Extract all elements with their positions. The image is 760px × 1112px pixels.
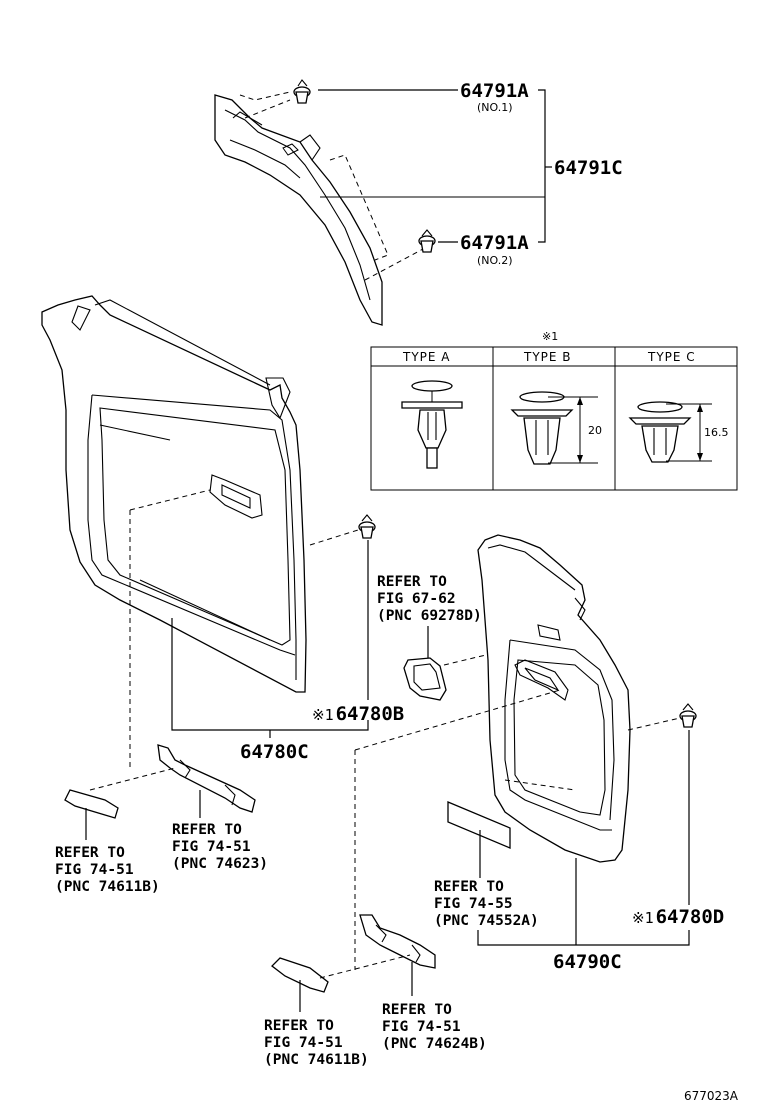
svg-text:REFER TO: REFER TO [264, 1018, 334, 1034]
refer-box-74611b-right: REFER TO FIG 74-51 (PNC 74611B) [264, 1018, 369, 1068]
clip-64791a-no1-icon [293, 79, 311, 104]
svg-text:(PNC 74623): (PNC 74623) [172, 856, 268, 872]
type-c-dimension: 16.5 [704, 426, 729, 439]
svg-text:FIG 74-51: FIG 74-51 [172, 839, 251, 855]
clip-64780b-icon [358, 514, 376, 539]
part-64791a-no2-note: (NO.2) [477, 254, 513, 267]
part-64780c-label: 64780C [240, 741, 309, 763]
svg-text:REFER TO: REFER TO [377, 574, 447, 590]
part-64790c-label: 64790C [553, 951, 622, 973]
svg-text:(PNC 74552A): (PNC 74552A) [434, 913, 539, 929]
refer-box-69278d: REFER TO FIG 67-62 (PNC 69278D) [377, 574, 482, 624]
clip-64780d-icon [679, 703, 697, 728]
refer-box-74611b-left: REFER TO FIG 74-51 (PNC 74611B) [55, 845, 160, 895]
type-c-clip-icon: 16.5 [628, 401, 729, 463]
left-handle-bracket-drawing [64, 744, 256, 819]
svg-text:REFER TO: REFER TO [382, 1002, 452, 1018]
svg-text:REFER TO: REFER TO [55, 845, 125, 861]
clip-type-table: ※1 TYPE A TYPE B TYPE C 20 [370, 330, 738, 491]
clip-64791a-no2-icon [418, 229, 436, 253]
table-mark: ※1 [542, 330, 558, 343]
right-quarter-trim-drawing [354, 534, 681, 970]
refer-box-74623: REFER TO FIG 74-51 (PNC 74623) [172, 822, 268, 872]
type-a-header: TYPE A [402, 350, 451, 364]
switch-bezel-icon [403, 657, 447, 701]
type-b-header: TYPE B [523, 350, 572, 364]
type-c-header: TYPE C [647, 350, 696, 364]
svg-text:(PNC 69278D): (PNC 69278D) [377, 608, 482, 624]
svg-text:(PNC 74611B): (PNC 74611B) [55, 879, 160, 895]
refer-box-74624b: REFER TO FIG 74-51 (PNC 74624B) [382, 1002, 487, 1052]
svg-text:(PNC 74611B): (PNC 74611B) [264, 1052, 369, 1068]
svg-text:FIG 74-51: FIG 74-51 [55, 862, 134, 878]
part-64791a-no1-note: (NO.1) [477, 101, 513, 114]
svg-text:REFER TO: REFER TO [172, 822, 242, 838]
part-64791a-no2-label: 64791A [460, 232, 529, 254]
pad-74552a-icon [447, 801, 511, 849]
right-handle-bracket-drawing [271, 914, 436, 993]
refer-box-74552a: REFER TO FIG 74-55 (PNC 74552A) [434, 879, 539, 929]
left-quarter-trim-drawing [41, 295, 307, 770]
svg-text:FIG 74-55: FIG 74-55 [434, 896, 513, 912]
svg-text:REFER TO: REFER TO [434, 879, 504, 895]
pillar-garnish-drawing [214, 91, 426, 326]
svg-text:FIG 74-51: FIG 74-51 [264, 1035, 343, 1051]
svg-text:FIG 67-62: FIG 67-62 [377, 591, 456, 607]
type-b-clip-icon: 20 [510, 391, 602, 465]
svg-text:(PNC 74624B): (PNC 74624B) [382, 1036, 487, 1052]
type-a-clip-icon [401, 380, 463, 469]
type-b-dimension: 20 [588, 424, 602, 437]
part-64791c-label: 64791C [554, 157, 623, 179]
part-64791a-no1-label: 64791A [460, 80, 529, 102]
figure-code: 677023A [684, 1089, 739, 1103]
svg-text:FIG 74-51: FIG 74-51 [382, 1019, 461, 1035]
